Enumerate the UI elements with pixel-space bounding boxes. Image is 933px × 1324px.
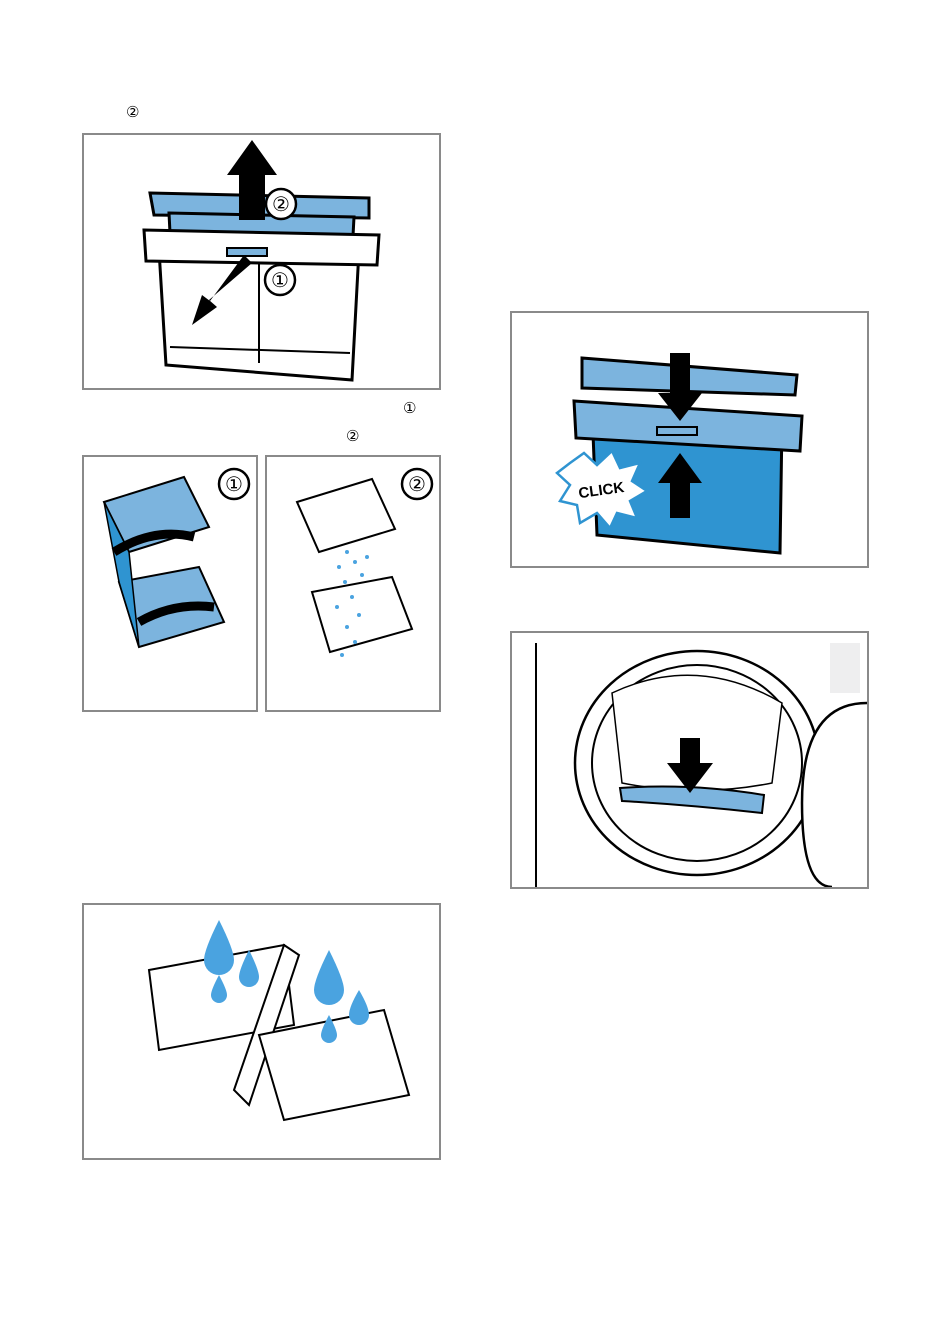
reinsert-filter-illustration: CLICK xyxy=(512,313,867,566)
figure-reinsert-filter: CLICK xyxy=(510,311,869,568)
step-marker-2-top: ② xyxy=(126,104,139,120)
figure-open-filter: ① xyxy=(82,455,258,712)
open-filter-illustration: ① xyxy=(84,457,256,710)
step-marker-2-right: ② xyxy=(346,428,359,444)
insert-in-door-illustration xyxy=(512,633,867,887)
remove-filter-illustration: ② ① xyxy=(84,135,439,388)
clean-filter-illustration: ② xyxy=(267,457,439,710)
figure-remove-filter: ② ① xyxy=(82,133,441,390)
figure-clean-filter: ② xyxy=(265,455,441,712)
label-1: ① xyxy=(225,472,243,496)
figure-rinse-filter xyxy=(82,903,441,1160)
figure-insert-in-door xyxy=(510,631,869,889)
label-1: ① xyxy=(271,268,289,292)
label-2: ② xyxy=(408,472,426,496)
label-2: ② xyxy=(272,192,290,216)
step-marker-1-right: ① xyxy=(403,400,416,416)
rinse-filter-illustration xyxy=(84,905,439,1158)
